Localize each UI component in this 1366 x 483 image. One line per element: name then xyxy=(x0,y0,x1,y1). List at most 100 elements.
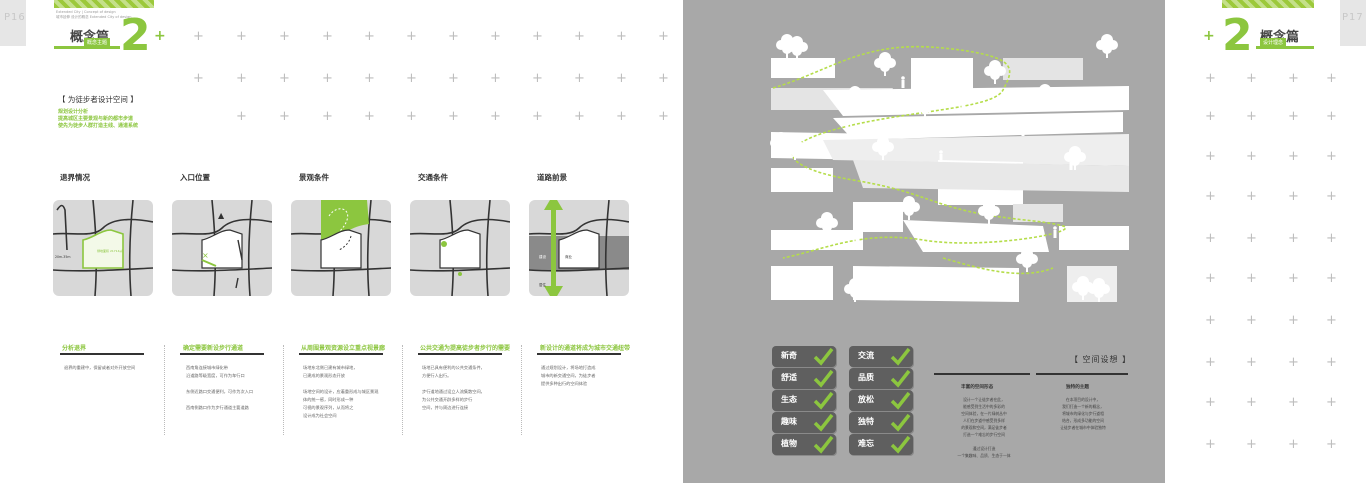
note-line-1 xyxy=(60,353,144,355)
check-icon xyxy=(813,413,834,432)
chapter-subtitle: 概念主题 xyxy=(84,38,111,47)
grid-plus-mark: + xyxy=(406,29,417,44)
header-small-text-1: Extended City | Concept of design xyxy=(56,10,116,14)
header-underline xyxy=(54,46,120,49)
grid-plus-mark: + xyxy=(1288,395,1299,410)
note-divider-3 xyxy=(402,345,403,435)
check-icon xyxy=(813,347,834,366)
grid-plus-mark: + xyxy=(1326,271,1337,286)
grid-plus-mark: + xyxy=(1205,395,1216,410)
note-text-3: 场地东北侧已建有城市绿地， 已建成的景观形态开放 场地空间的设计，应着重形成与城… xyxy=(303,365,379,418)
grid-plus-mark: + xyxy=(1326,313,1337,328)
note-divider-4 xyxy=(521,345,522,435)
grid-plus-mark: + xyxy=(532,109,543,124)
grid-plus-mark: + xyxy=(193,71,204,86)
concept-col-heading-1: 丰富的空间形态 xyxy=(961,385,994,390)
diagram-traffic xyxy=(410,200,510,296)
concept-line-1 xyxy=(934,373,1030,375)
svg-text:▲: ▲ xyxy=(218,211,225,220)
grid-plus-mark: + xyxy=(1205,149,1216,164)
concept-col-heading-2: 独特的主题 xyxy=(1066,385,1089,390)
check-icon xyxy=(813,391,834,410)
grid-plus-mark: + xyxy=(279,71,290,86)
page-number-left: P16 xyxy=(4,12,26,23)
diagram-boundary-area: 绿地面积 21714㎡ xyxy=(97,248,123,253)
note-title-1: 分析退界 xyxy=(62,345,87,352)
header-stripe xyxy=(54,0,154,8)
intro-line-3: 使先为徒步人群打造主线、通道系统 xyxy=(58,123,139,129)
note-text-2: 西南角连接城市绿化带 沿道路等级宽度，可作为车行口 东侧近路口交通便利，可作为次… xyxy=(186,365,254,410)
grid-plus-mark: + xyxy=(1205,355,1216,370)
left-edge-strip xyxy=(0,0,26,46)
grid-plus-mark: + xyxy=(616,71,627,86)
diagram-road-prospect: 建设 商业 居住 xyxy=(529,200,629,296)
tag-exchange: 交流 xyxy=(849,346,913,367)
tag-memorable: 难忘 xyxy=(849,434,913,455)
grid-plus-mark: + xyxy=(364,71,375,86)
note-text-5: 通过规划设计，将场地打造成 城市的新交通空间，为徒步者 提供多种出行的空间体验 xyxy=(541,365,596,386)
grid-plus-mark: + xyxy=(1288,109,1299,124)
analysis-heading-5: 道路前景 xyxy=(537,173,567,182)
grid-plus-mark: + xyxy=(1246,271,1257,286)
grid-plus-mark: + xyxy=(322,109,333,124)
tag-quality: 品质 xyxy=(849,368,913,389)
grid-plus-mark: + xyxy=(1288,355,1299,370)
pedestrian-network-diagram xyxy=(770,34,1129,302)
grid-plus-mark: + xyxy=(574,71,585,86)
grid-plus-mark: + xyxy=(1205,109,1216,124)
grid-plus-mark: + xyxy=(1246,437,1257,452)
grid-plus-mark: + xyxy=(236,71,247,86)
chapter-number: 2 xyxy=(1222,10,1253,61)
tag-unique: 独特 xyxy=(849,412,913,433)
chapter-subtitle: 设计理念 xyxy=(1260,38,1287,47)
note-title-3: 从周围景观资源设立重点视景廊 xyxy=(301,345,386,352)
grid-plus-mark: + xyxy=(364,109,375,124)
tag-relax: 放松 xyxy=(849,390,913,411)
concept-col-text-2: 在本项目的设计中， 我们打造一个新的概念， 将城市的绿化与步行道相 结合，形成多… xyxy=(1060,397,1106,430)
chapter-plus: + xyxy=(1203,28,1215,44)
diagram-boundary-label: 20m-35m xyxy=(55,255,70,259)
analysis-heading-4: 交通条件 xyxy=(418,173,448,182)
check-icon xyxy=(813,435,834,454)
note-line-3 xyxy=(299,353,383,355)
grid-plus-mark: + xyxy=(193,29,204,44)
grid-plus-mark: + xyxy=(1205,437,1216,452)
chapter-plus: + xyxy=(154,28,166,44)
grid-plus-mark: + xyxy=(1205,189,1216,204)
grid-plus-mark: + xyxy=(322,71,333,86)
grid-plus-mark: + xyxy=(322,29,333,44)
grid-plus-mark: + xyxy=(1288,71,1299,86)
grid-plus-mark: + xyxy=(616,29,627,44)
tag-plants: 植物 xyxy=(772,434,836,455)
grid-plus-mark: + xyxy=(658,109,669,124)
note-text-4: 场地已具有便利的公共交通条件， 方便行人出行。 步行道地通过设立人流集散空间， … xyxy=(422,365,485,410)
grid-plus-mark: + xyxy=(448,29,459,44)
grid-plus-mark: + xyxy=(490,71,501,86)
grid-plus-mark: + xyxy=(448,71,459,86)
check-icon xyxy=(813,369,834,388)
note-line-4 xyxy=(418,353,502,355)
note-divider-2 xyxy=(283,345,284,435)
grid-plus-mark: + xyxy=(1205,271,1216,286)
grid-plus-mark: + xyxy=(1288,231,1299,246)
grid-plus-mark: + xyxy=(1326,395,1337,410)
grid-plus-mark: + xyxy=(490,109,501,124)
diagram-landscape xyxy=(291,200,391,296)
grid-plus-mark: + xyxy=(364,29,375,44)
grid-plus-mark: + xyxy=(1205,71,1216,86)
grid-plus-mark: + xyxy=(279,109,290,124)
check-icon xyxy=(890,369,911,388)
grid-plus-mark: + xyxy=(279,29,290,44)
note-title-5: 新设计的通道将成为城市交通纽带 xyxy=(540,345,631,352)
grid-plus-mark: + xyxy=(1246,189,1257,204)
check-icon xyxy=(890,391,911,410)
svg-text:×: × xyxy=(202,251,209,260)
header-underline xyxy=(1256,46,1314,49)
grid-plus-mark: + xyxy=(490,29,501,44)
grid-plus-mark: + xyxy=(1246,231,1257,246)
note-divider-1 xyxy=(164,345,165,435)
note-title-2: 确定需要新设步行通道 xyxy=(183,345,244,352)
grid-plus-mark: + xyxy=(1246,313,1257,328)
grid-plus-mark: + xyxy=(1288,149,1299,164)
grid-plus-mark: + xyxy=(1205,231,1216,246)
